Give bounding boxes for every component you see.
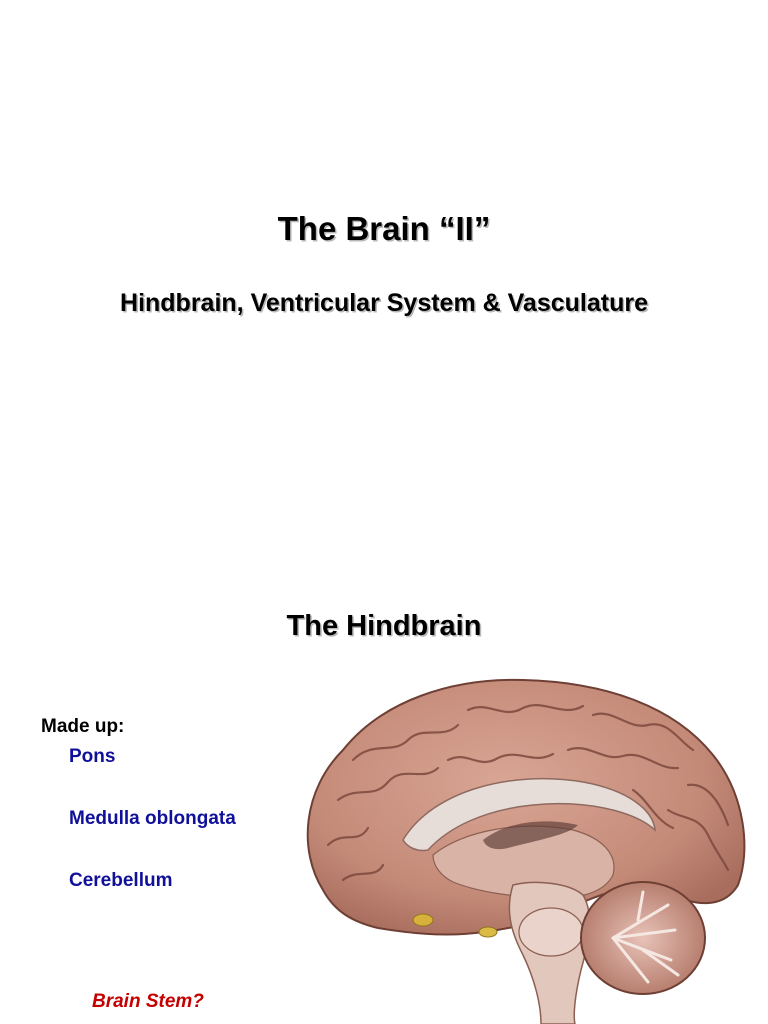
- arbor-vitae: [611, 890, 680, 984]
- hindbrain-heading: The Hindbrain: [286, 610, 482, 642]
- cerebrum-shape: [306, 678, 746, 936]
- optic-structure: [412, 913, 434, 927]
- pons-shape: [518, 907, 584, 957]
- gyri-lines: [326, 704, 730, 882]
- part-medulla-oblongata: Medulla oblongata: [69, 808, 236, 829]
- ventricle-shape: [483, 821, 578, 850]
- slide-hindbrain: The Hindbrain Made up: Pons Medulla oblo…: [0, 560, 768, 1024]
- slide-title-heading: The Brain “II”: [277, 210, 491, 247]
- cerebellum-shape: [580, 881, 706, 995]
- corpus-callosum-shape: [402, 777, 656, 852]
- pituitary-structure: [478, 926, 498, 938]
- brain-midsagittal-illustration: [306, 678, 746, 1024]
- slide-subtitle: Hindbrain, Ventricular System & Vasculat…: [120, 289, 648, 317]
- slide-title: The Brain “II” Hindbrain, Ventricular Sy…: [120, 210, 648, 317]
- part-cerebellum: Cerebellum: [69, 870, 173, 891]
- part-pons: Pons: [69, 746, 116, 767]
- brain-stem-question: Brain Stem?: [92, 991, 204, 1012]
- made-up-label: Made up:: [41, 716, 125, 737]
